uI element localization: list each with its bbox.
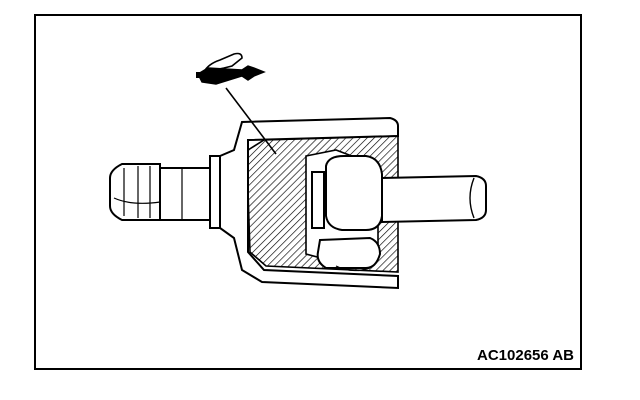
figure-id-label: AC102656 AB [477,347,574,364]
tripod-roller-lower [316,236,382,272]
leader-line [225,87,277,155]
grease-tube-icon [196,52,266,85]
shaft-neck [159,167,213,221]
tripod-roller-upper [311,155,383,231]
diagram-frame: AC102656 AB [34,14,582,370]
cv-joint-diagram [109,52,487,290]
output-shaft [381,174,487,224]
splined-shaft [109,163,161,221]
